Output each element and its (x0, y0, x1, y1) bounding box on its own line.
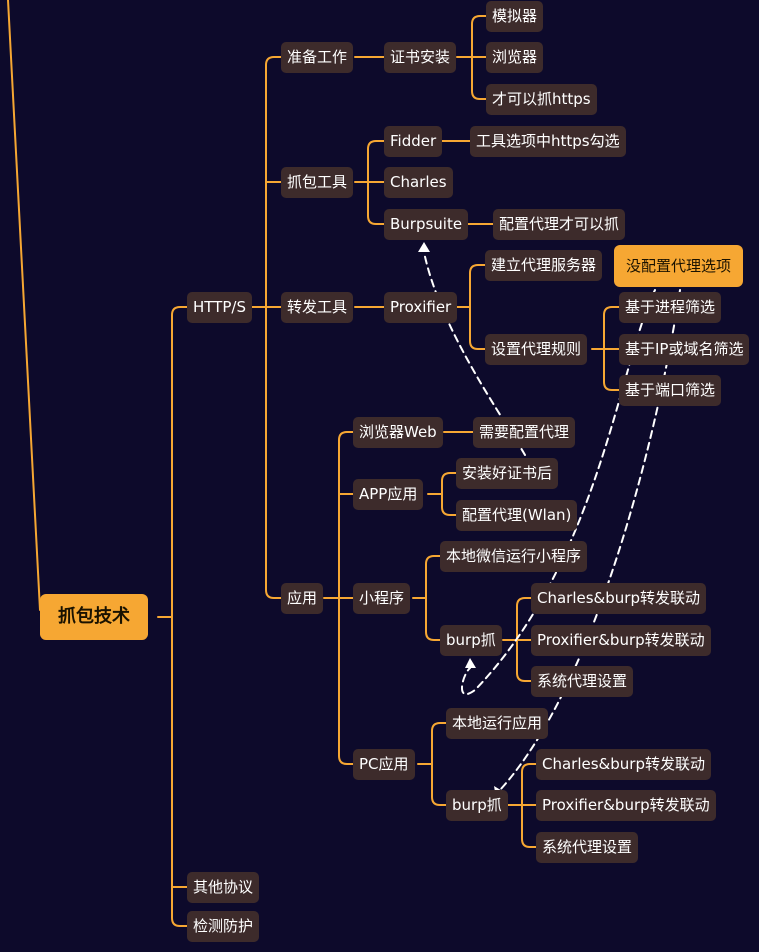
node-need-proxy[interactable]: 需要配置代理 (473, 417, 576, 448)
node-other-protocols[interactable]: 其他协议 (187, 872, 260, 903)
callout-no-proxy-option[interactable]: 没配置代理选项 (614, 245, 744, 287)
pc-links-branch-1 (431, 763, 447, 806)
node-filter-by-process[interactable]: 基于进程筛选 (619, 292, 722, 323)
node-forward-tools[interactable]: 转发工具 (281, 292, 354, 323)
node-system-proxy-mini[interactable]: 系统代理设置 (531, 666, 634, 697)
cert-links-branch-0 (471, 15, 487, 58)
node-http[interactable]: HTTP/S (187, 292, 252, 323)
node-system-proxy-pc[interactable]: 系统代理设置 (536, 832, 639, 863)
node-can-capture-https[interactable]: 才可以抓https (486, 84, 597, 115)
app-links-branch-3 (338, 597, 354, 765)
node-fidder-note[interactable]: 工具选项中https勾选 (470, 126, 626, 157)
node-app-application[interactable]: APP应用 (353, 479, 424, 510)
relation-arrow-burp-mini (465, 658, 476, 668)
relation-arrow-burpsuite (418, 242, 430, 252)
node-cert-install[interactable]: 证书安装 (384, 42, 457, 73)
node-install-cert[interactable]: 安装好证书后 (456, 458, 559, 489)
node-fidder[interactable]: Fidder (384, 126, 443, 157)
node-burp-capture-mini[interactable]: burp抓 (440, 625, 502, 656)
tools-links-branch-2 (367, 181, 385, 225)
node-local-wechat[interactable]: 本地微信运行小程序 (440, 541, 588, 572)
burpmini-links-branch-2 (516, 639, 532, 682)
http-links-branch-3 (265, 306, 282, 599)
node-wlan-proxy[interactable]: 配置代理(Wlan) (456, 500, 578, 531)
node-build-proxy-server[interactable]: 建立代理服务器 (485, 250, 603, 281)
node-charles-burp-mini[interactable]: Charles&burp转发联动 (531, 583, 706, 614)
node-set-proxy-rules[interactable]: 设置代理规则 (485, 334, 588, 365)
node-proxifier[interactable]: Proxifier (384, 292, 458, 323)
rules-links-branch-0 (603, 306, 620, 350)
pc-links-branch-0 (431, 722, 447, 765)
appapp-links-branch-0 (441, 472, 457, 495)
node-detection-protection[interactable]: 检测防护 (187, 911, 260, 942)
app-links-branch-0 (338, 431, 354, 599)
root-node[interactable]: 抓包技术 (40, 594, 148, 640)
node-browser[interactable]: 浏览器 (486, 42, 544, 73)
appapp-links-branch-1 (441, 493, 457, 516)
node-application[interactable]: 应用 (281, 583, 324, 614)
node-capture-tools[interactable]: 抓包工具 (281, 167, 354, 198)
node-burp-note[interactable]: 配置代理才可以抓 (493, 209, 626, 240)
proxifier-links-branch-1 (469, 306, 486, 350)
cert-links-branch-2 (471, 56, 487, 100)
burpmini-links-branch-0 (516, 597, 532, 641)
burppc-links-branch-0 (521, 763, 537, 806)
node-burpsuite[interactable]: Burpsuite (384, 209, 469, 240)
node-filter-by-port[interactable]: 基于端口筛选 (619, 375, 722, 406)
node-browser-web[interactable]: 浏览器Web (353, 417, 443, 448)
tools-links-branch-0 (367, 140, 385, 183)
root-trunk-line (7, 0, 41, 611)
rules-links-branch-2 (603, 348, 620, 391)
node-burp-capture-pc[interactable]: burp抓 (446, 790, 508, 821)
root-links-branch-2 (171, 616, 188, 927)
node-preparation[interactable]: 准备工作 (281, 42, 354, 73)
root-links-branch-0 (171, 306, 188, 618)
burppc-links-branch-2 (521, 804, 537, 848)
node-local-run-app[interactable]: 本地运行应用 (446, 708, 549, 739)
node-charles-burp-pc[interactable]: Charles&burp转发联动 (536, 749, 711, 780)
node-mini-program[interactable]: 小程序 (353, 583, 411, 614)
node-proxifier-burp-mini[interactable]: Proxifier&burp转发联动 (531, 625, 711, 656)
mini-links-branch-0 (425, 555, 441, 599)
http-links-branch-0 (265, 56, 282, 308)
node-emulator[interactable]: 模拟器 (486, 1, 544, 32)
node-pc-application[interactable]: PC应用 (353, 749, 415, 780)
node-charles[interactable]: Charles (384, 167, 453, 198)
node-filter-by-ip[interactable]: 基于IP或域名筛选 (619, 334, 750, 365)
mini-links-branch-1 (425, 597, 441, 641)
proxifier-links-branch-0 (469, 264, 486, 308)
node-proxifier-burp-pc[interactable]: Proxifier&burp转发联动 (536, 790, 716, 821)
